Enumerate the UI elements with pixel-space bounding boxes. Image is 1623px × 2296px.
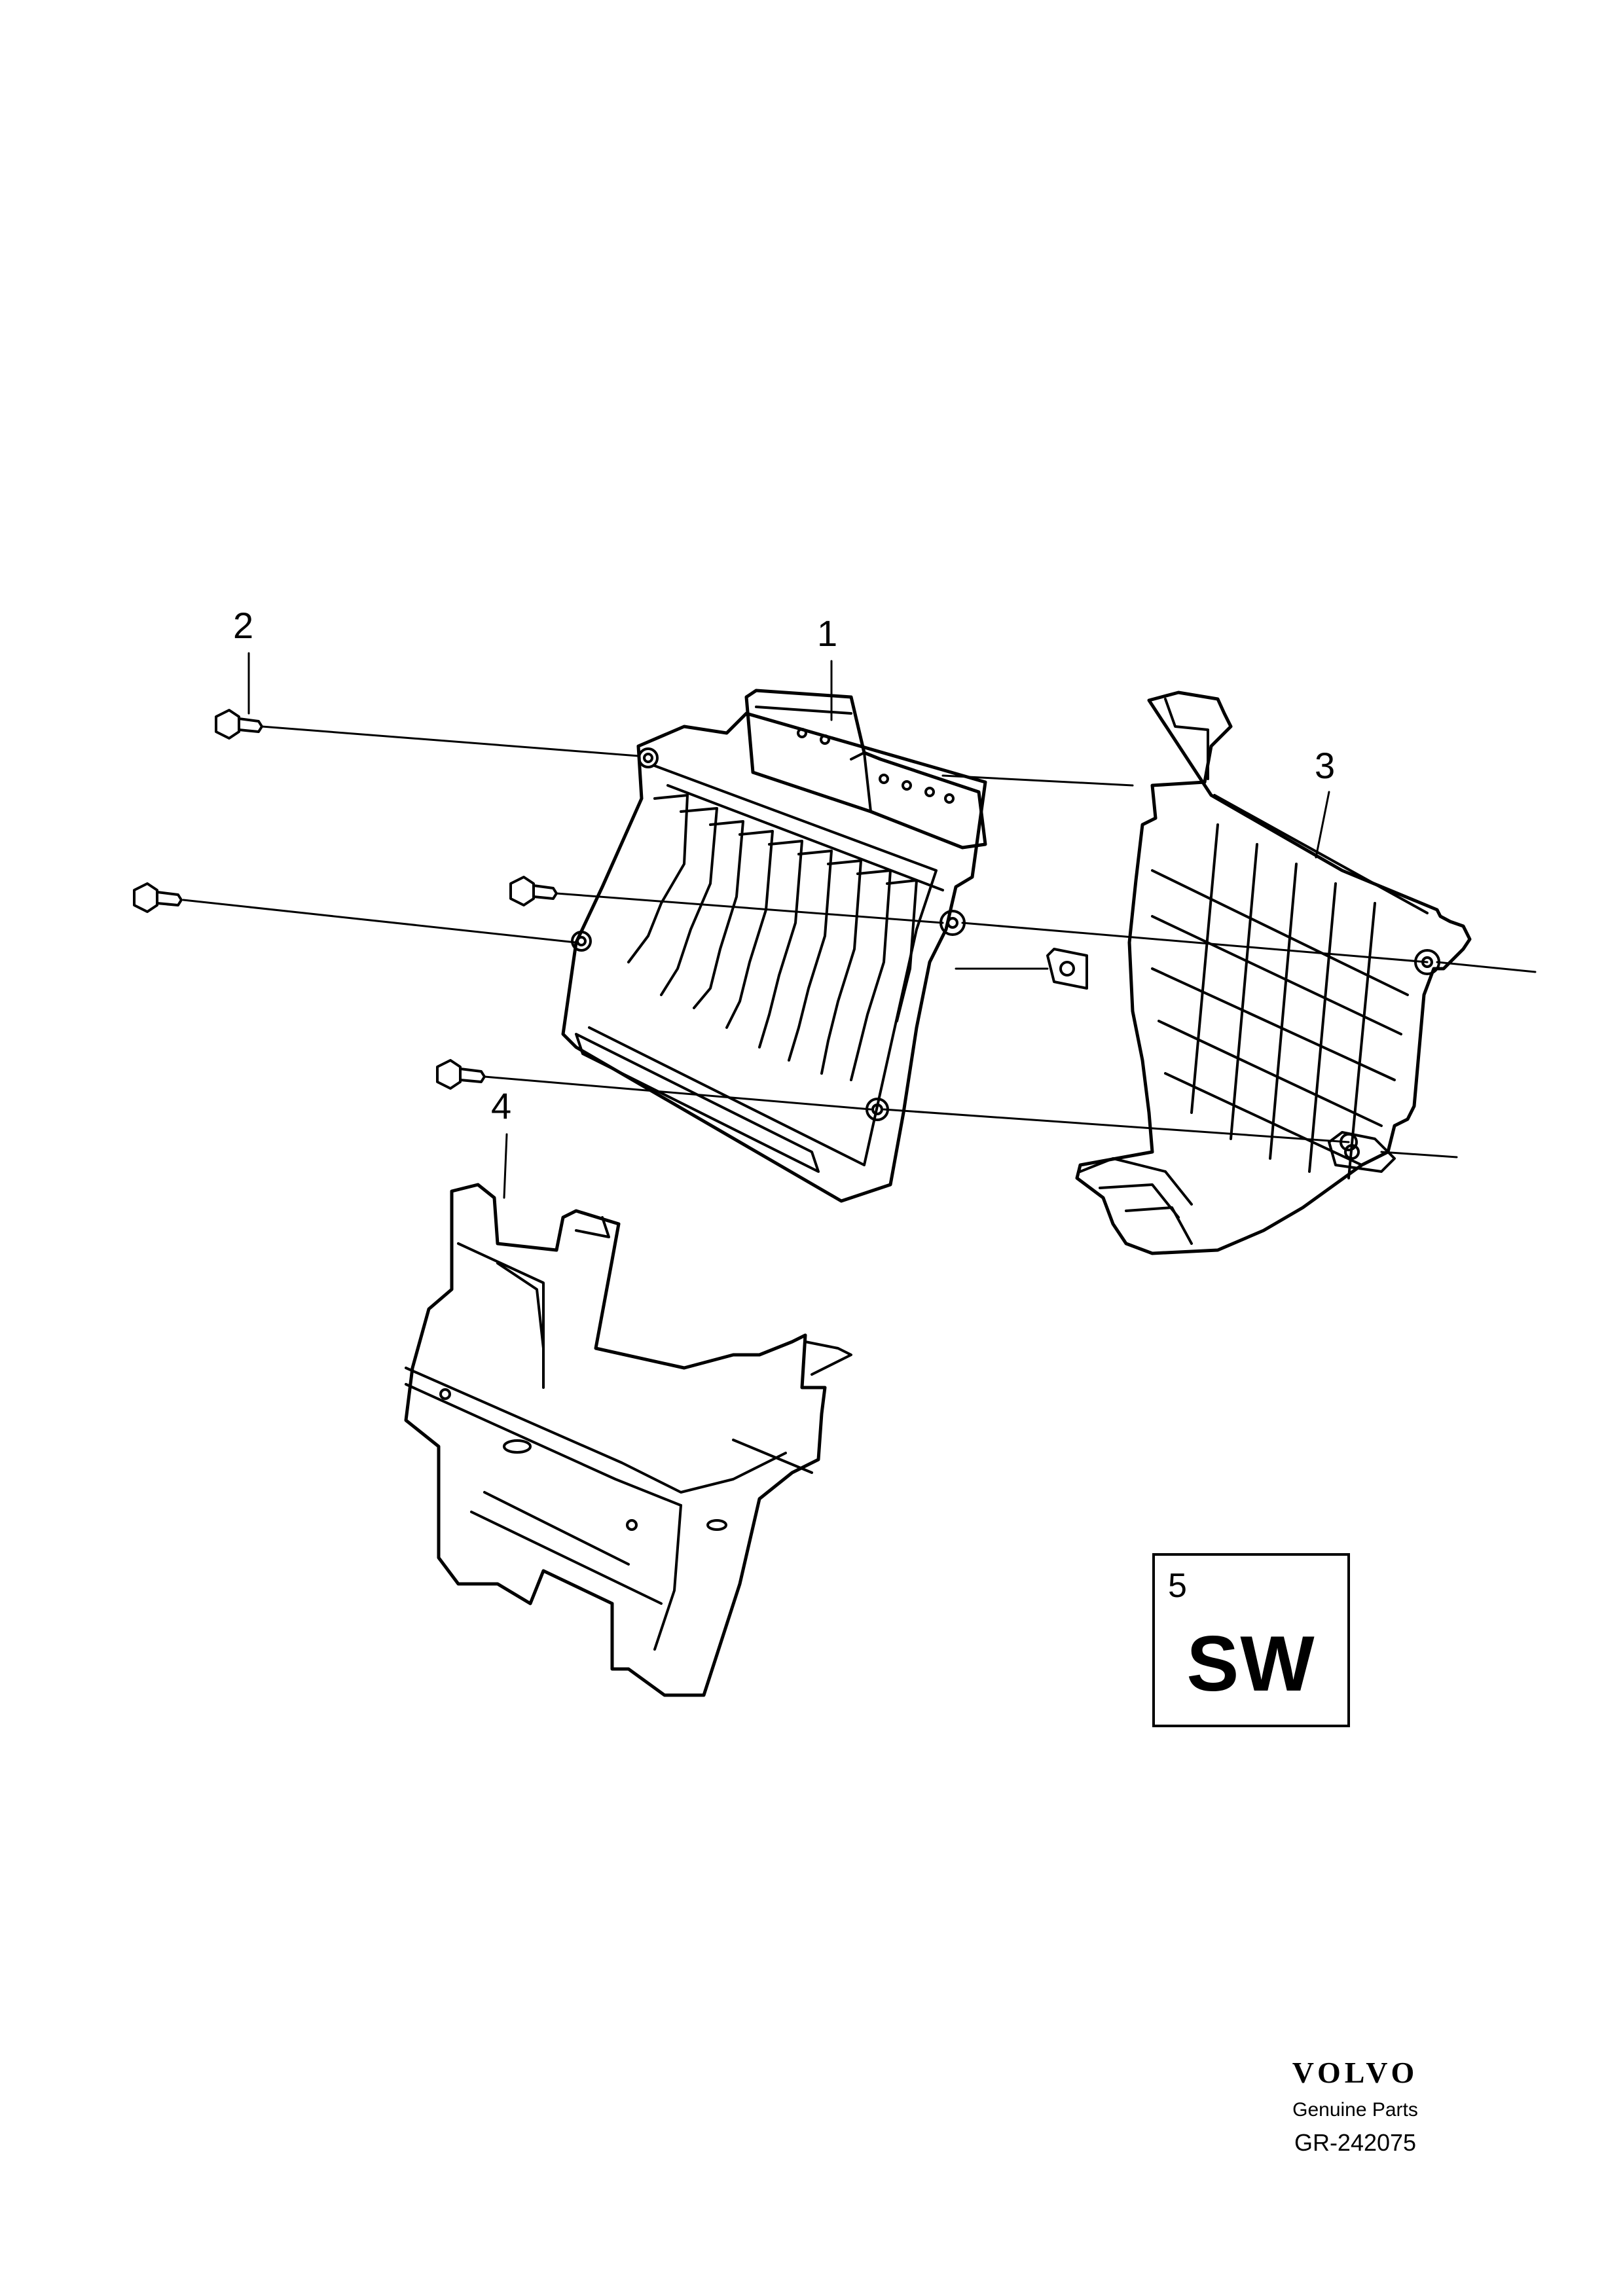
callout-leaders — [247, 652, 1330, 1199]
drawing-code: GR-242075 — [1294, 2129, 1417, 2156]
cradle-part-4 — [404, 1183, 852, 1697]
callout-4: 4 — [491, 1085, 512, 1126]
callout-2: 2 — [233, 605, 254, 646]
assembly-lines — [182, 725, 1537, 1158]
control-module-part-1 — [561, 689, 987, 1203]
software-badge-number: 5 — [1168, 1567, 1187, 1605]
brand-logo: VOLVO — [1292, 2056, 1419, 2089]
callout-3: 3 — [1315, 745, 1336, 786]
software-badge-label: SW — [1186, 1620, 1316, 1708]
screw-part-2 — [133, 709, 558, 1090]
brand-block: VOLVO Genuine Parts GR-242075 — [1257, 2055, 1453, 2157]
bracket-part-3 — [1046, 691, 1472, 1255]
callout-1: 1 — [817, 613, 838, 654]
brand-tagline: Genuine Parts — [1292, 2099, 1418, 2121]
software-badge: 5 SW — [1152, 1553, 1350, 1727]
